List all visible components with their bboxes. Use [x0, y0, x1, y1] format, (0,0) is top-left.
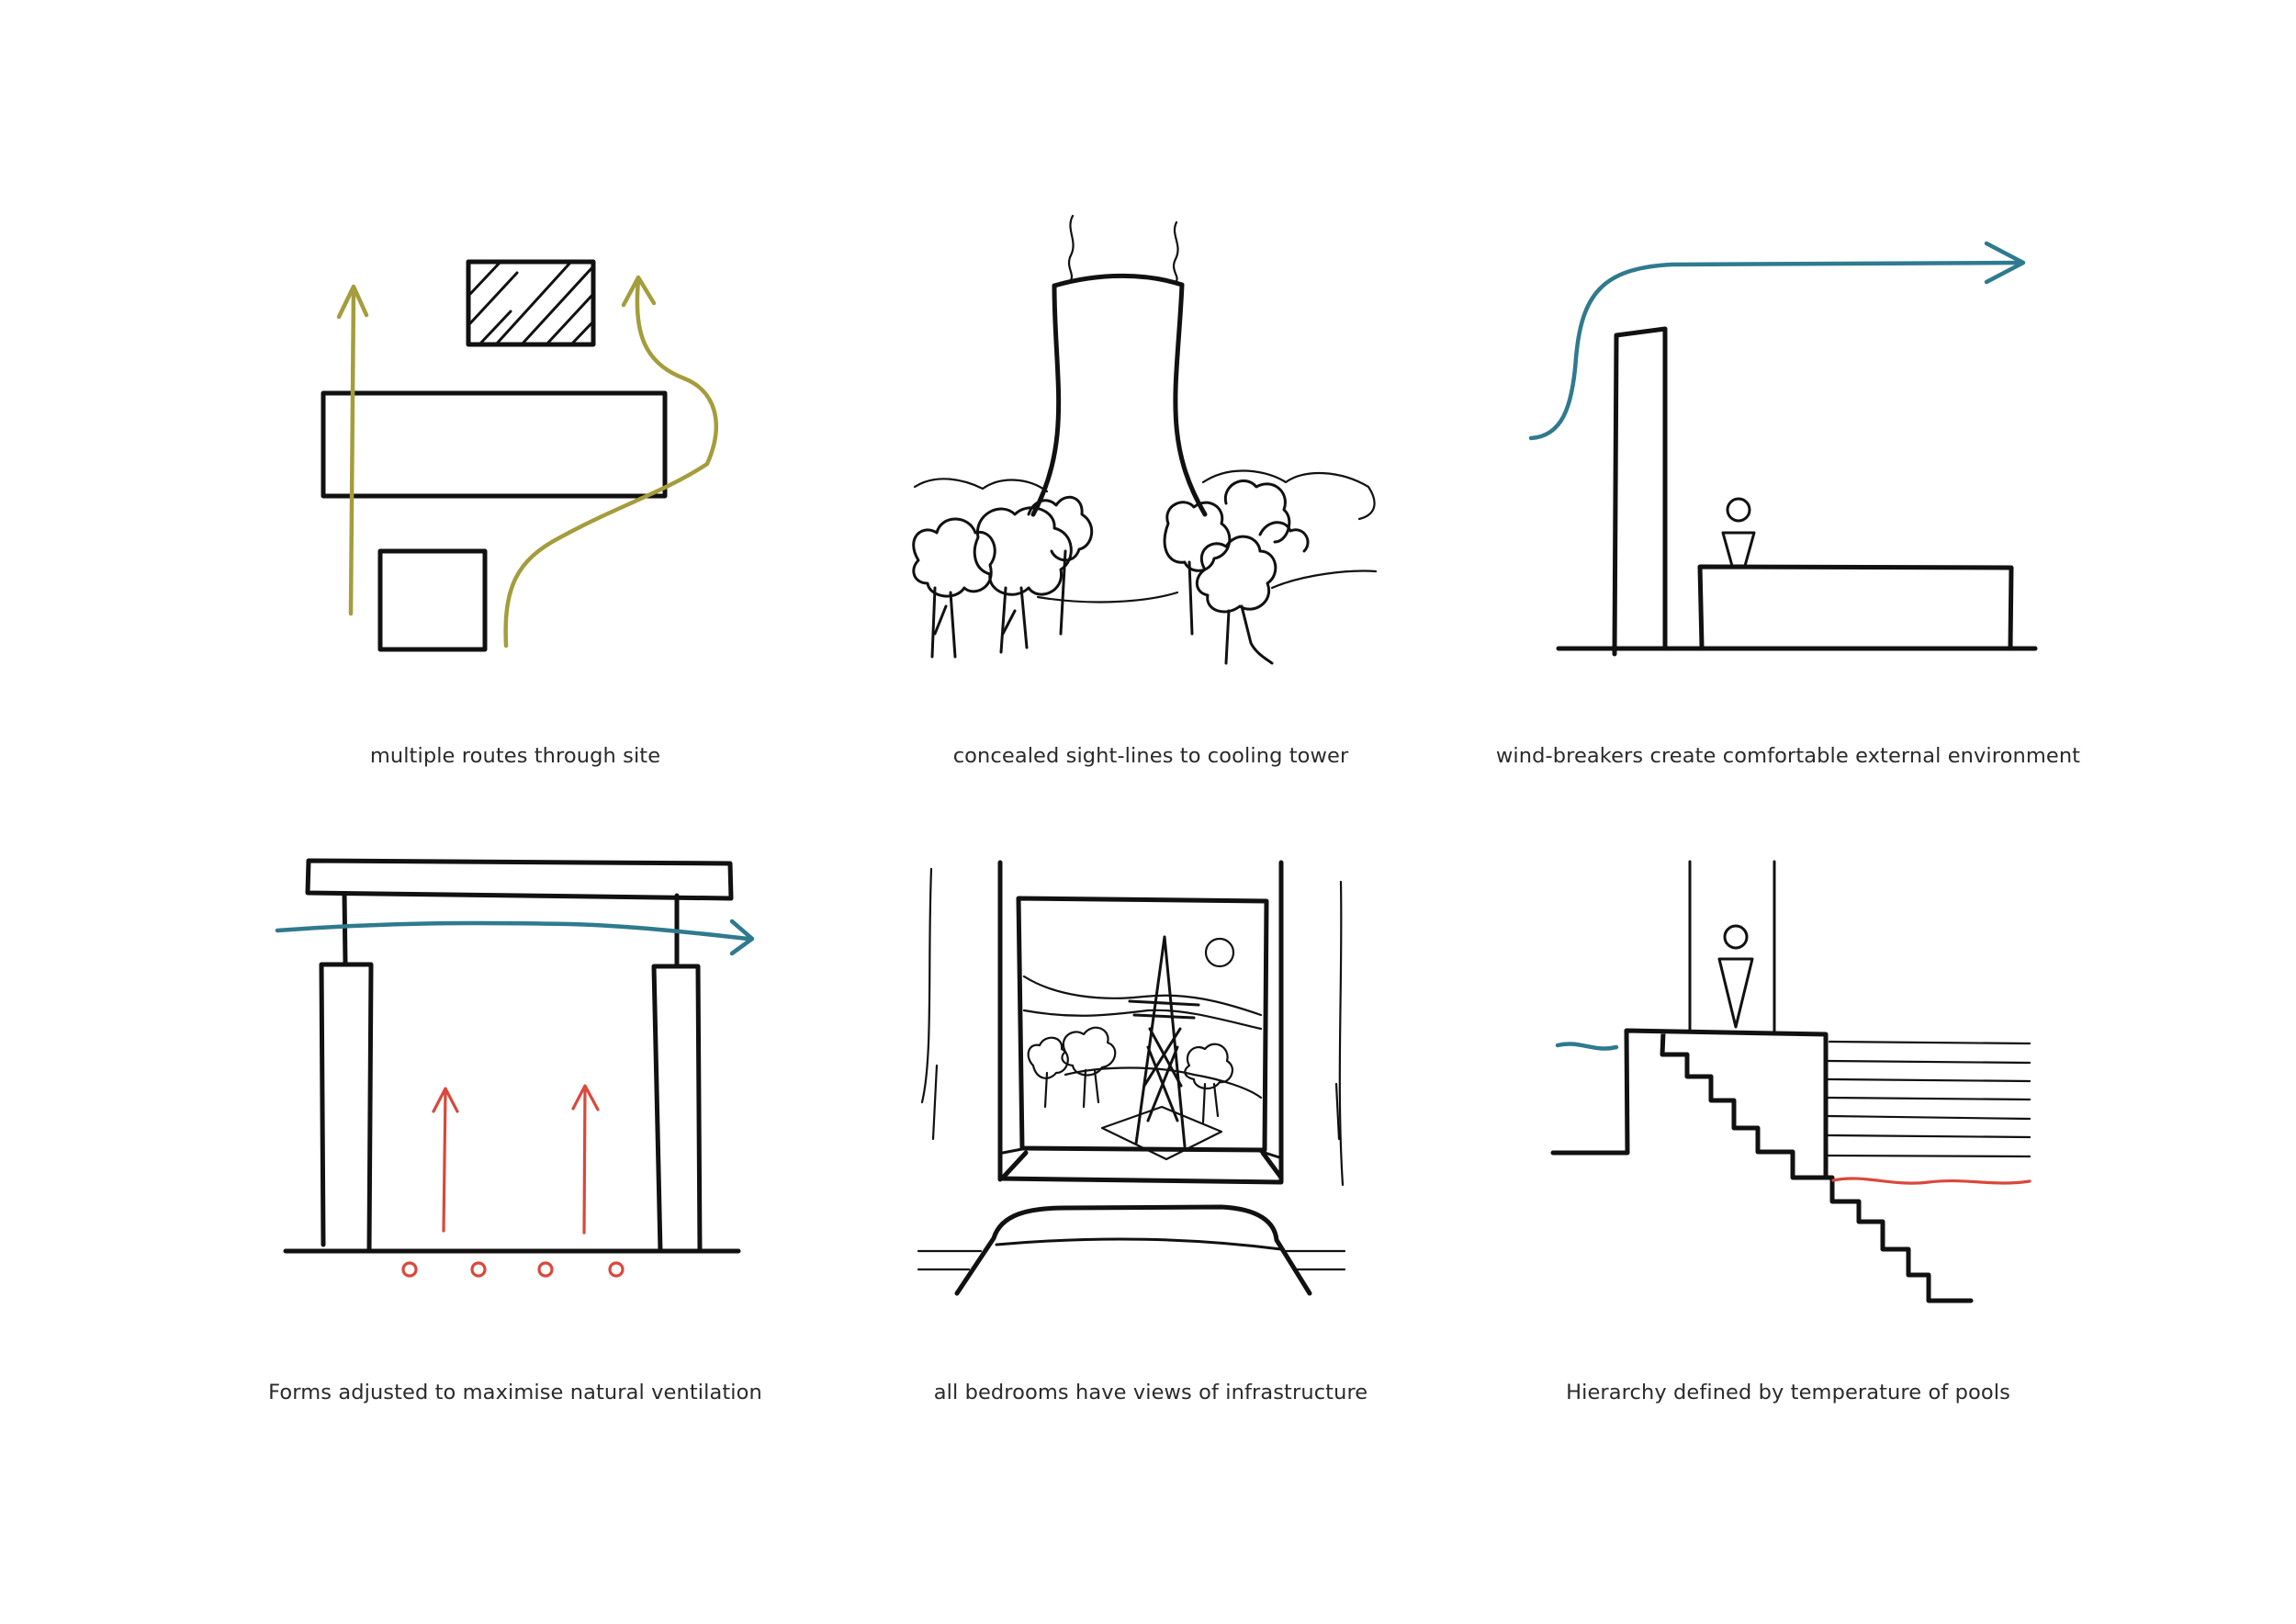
stepped-pools-profile [1550, 1028, 1974, 1303]
background-hills [913, 469, 1378, 603]
caption-routes: multiple routes through site [369, 744, 661, 768]
right-pier [651, 893, 703, 1254]
person-figure [1717, 924, 1754, 1029]
warm-air-arrow-right [571, 1084, 600, 1235]
caption-ventilation: Forms adjusted to maximise natural venti… [268, 1381, 762, 1404]
trees-in-view [1027, 1026, 1234, 1124]
cooling-tower [1030, 273, 1208, 517]
panel-pools-sketch [1550, 860, 2032, 1303]
bed [954, 1204, 1312, 1296]
person-figure [1721, 497, 1756, 568]
cool-water-line [1555, 1042, 1619, 1051]
panel-routes-sketch [321, 259, 718, 652]
floor-lines [917, 1249, 1346, 1271]
small-building [377, 548, 488, 652]
caption-cooling-tower: concealed sight-lines to cooling tower [952, 744, 1349, 768]
heat-sources [401, 1261, 625, 1278]
water-level-lines [1826, 1040, 2032, 1158]
roof-canopy [305, 858, 734, 901]
tree-cluster-left [912, 495, 1093, 659]
window-view [1022, 935, 1263, 1161]
straight-route-arrow [336, 284, 369, 616]
long-building [321, 390, 668, 499]
pylon [1128, 935, 1200, 1148]
steam-wisps [1067, 214, 1179, 283]
low-wall [1697, 564, 2014, 649]
warm-air-arrow-left [432, 1087, 459, 1233]
panel-cooling-tower-sketch [912, 214, 1378, 665]
hatched-block [466, 259, 596, 347]
caption-wind-breakers: wind-breakers create comfortable externa… [1495, 744, 2081, 768]
left-pier [319, 891, 374, 1254]
window-sill [1000, 1150, 1284, 1180]
window-frame [997, 860, 1284, 1185]
curtains [920, 867, 1345, 1187]
wind-breaker-wall [1612, 326, 1668, 657]
wind-flow-arrow [1528, 241, 2026, 441]
caption-bedroom-views: all bedrooms have views of infrastructur… [933, 1381, 1368, 1404]
panel-wind-breakers-sketch [1528, 241, 2038, 657]
tree-cluster-right [1163, 479, 1310, 665]
doorway [1688, 860, 1776, 1032]
warm-water-line [1831, 1177, 2032, 1185]
caption-pools: Hierarchy defined by temperature of pool… [1566, 1381, 2010, 1404]
panel-ventilation-sketch [275, 858, 755, 1278]
panel-bedroom-views-sketch [917, 860, 1346, 1296]
curved-route-arrow [503, 275, 718, 648]
cross-ventilation-arrow [275, 919, 755, 956]
